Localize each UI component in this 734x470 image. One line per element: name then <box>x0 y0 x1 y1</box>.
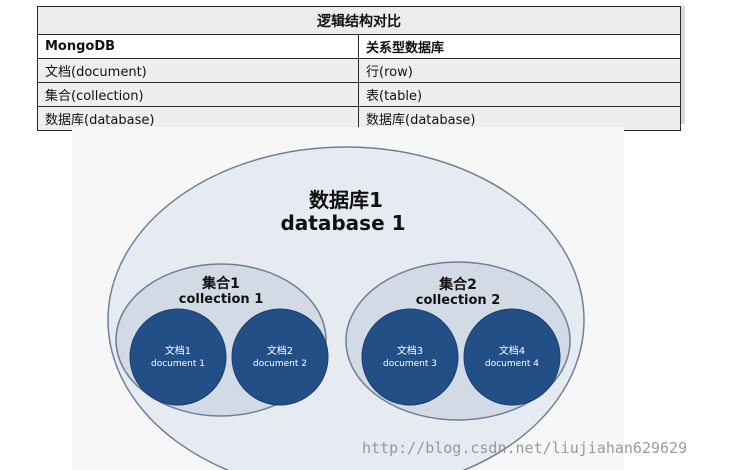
document-circle <box>463 308 561 406</box>
table-title: 逻辑结构对比 <box>37 6 681 35</box>
document-circle <box>361 308 459 406</box>
database-label-en: database 1 <box>280 211 405 235</box>
database-label-cn: 数据库1 <box>309 188 383 212</box>
document-label-en: document 3 <box>383 359 437 369</box>
cell-relational: 表(table) <box>358 82 681 107</box>
hierarchy-diagram-svg: 数据库1 database 1 集合1 collection 1 文档1 doc… <box>107 146 585 470</box>
header-mongodb: MongoDB <box>37 34 359 59</box>
collection-label-cn: 集合2 <box>438 276 477 293</box>
document-label-cn: 文档4 <box>499 344 525 357</box>
collection-label-en: collection 1 <box>179 292 264 307</box>
comparison-table: 逻辑结构对比 MongoDB 关系型数据库 文档(document) 行(row… <box>37 6 681 131</box>
table-row: 集合(collection) 表(table) <box>37 82 681 107</box>
table-edge-shadow <box>681 6 685 124</box>
watermark-url: http://blog.csdn.net/liujiahan629629 <box>362 439 688 457</box>
document-label-cn: 文档2 <box>267 344 293 357</box>
table-row: 文档(document) 行(row) <box>37 58 681 83</box>
collection-label-en: collection 2 <box>416 293 501 308</box>
document-label-cn: 文档1 <box>165 344 191 357</box>
document-circle <box>129 308 227 406</box>
collection-label-cn: 集合1 <box>201 275 240 292</box>
table-header-row: MongoDB 关系型数据库 <box>37 34 681 59</box>
table-caption-row: 逻辑结构对比 <box>37 6 681 35</box>
document-circle <box>231 308 329 406</box>
cell-mongodb: 数据库(database) <box>37 106 359 131</box>
document-label-en: document 4 <box>485 359 539 369</box>
collection-group-2: 集合2 collection 2 文档3 document 3 文档4 docu… <box>345 261 571 421</box>
header-relational-db: 关系型数据库 <box>358 34 681 59</box>
cell-mongodb: 集合(collection) <box>37 82 359 107</box>
comparison-table-container: 逻辑结构对比 MongoDB 关系型数据库 文档(document) 行(row… <box>37 6 681 131</box>
document-label-cn: 文档3 <box>397 344 423 357</box>
document-label-en: document 1 <box>151 359 205 369</box>
collection-group-1: 集合1 collection 1 文档1 document 1 文档2 docu… <box>115 263 329 417</box>
document-label-en: document 2 <box>253 359 307 369</box>
table-row: 数据库(database) 数据库(database) <box>37 106 681 131</box>
cell-mongodb: 文档(document) <box>37 58 359 83</box>
hierarchy-diagram: 数据库1 database 1 集合1 collection 1 文档1 doc… <box>72 127 624 470</box>
cell-relational: 行(row) <box>358 58 681 83</box>
